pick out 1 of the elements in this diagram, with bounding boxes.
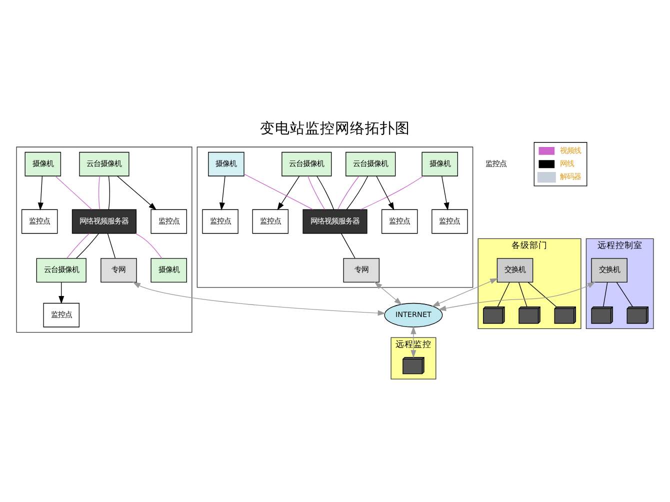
- diagram-title: 变电站监控网络拓扑图: [260, 120, 410, 136]
